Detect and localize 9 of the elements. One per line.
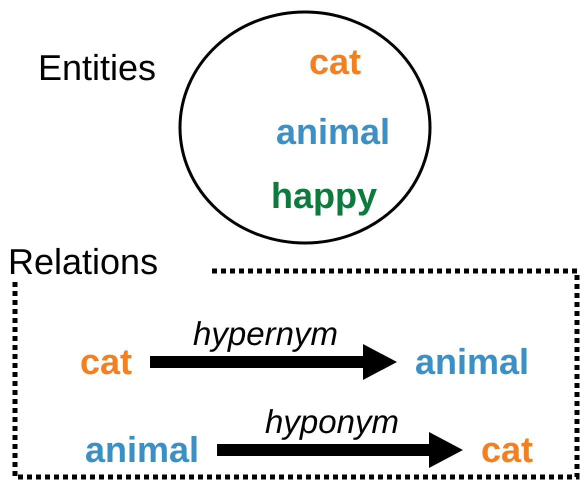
entity-word: animal	[276, 114, 390, 150]
entity-word: animal	[414, 344, 530, 380]
entity-word: happy	[271, 178, 377, 214]
arrow	[150, 344, 397, 380]
arrow	[217, 432, 463, 468]
entity-word: cat	[480, 432, 534, 468]
entity-word: cat	[308, 44, 362, 80]
entity-word: cat	[80, 344, 132, 380]
entity-word: animal	[84, 432, 200, 468]
